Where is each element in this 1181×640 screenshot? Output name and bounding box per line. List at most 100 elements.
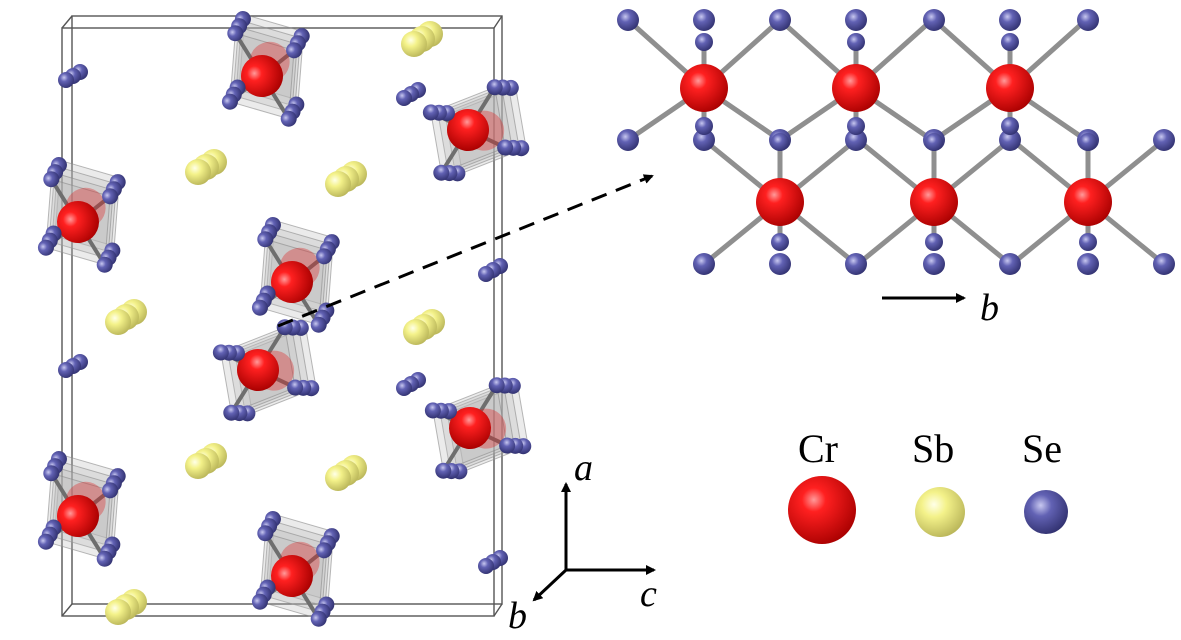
se-atom: [999, 129, 1021, 151]
se-atom: [617, 129, 639, 151]
se-atom: [316, 542, 333, 559]
se-atom: [251, 593, 268, 610]
se-atom: [771, 133, 789, 151]
cr-atom: [447, 109, 489, 151]
se-atom: [1077, 9, 1099, 31]
se-atom: [58, 72, 74, 88]
se-atom: [497, 139, 514, 156]
se-atom: [769, 9, 791, 31]
legend-item-cr: Cr: [788, 426, 856, 544]
legend-item-se: Se: [1022, 426, 1068, 534]
se-atom: [845, 253, 867, 275]
cr-atom: [832, 64, 880, 112]
se-atom: [693, 253, 715, 275]
cr-atom: [986, 64, 1034, 112]
se-atom: [1001, 33, 1019, 51]
se-atom: [847, 33, 865, 51]
se-atom: [96, 256, 113, 273]
se-atom: [396, 380, 412, 396]
cr-atom-icon: [788, 476, 856, 544]
legend-label-sb: Sb: [912, 426, 954, 471]
sb-atom: [325, 171, 351, 197]
se-atom: [1079, 233, 1097, 251]
legend-label-cr: Cr: [798, 426, 838, 471]
sb-atom: [401, 31, 427, 57]
se-atom: [316, 248, 333, 265]
se-atom: [310, 316, 327, 333]
octahedron: [251, 511, 340, 627]
octahedron: [424, 377, 532, 480]
se-atom: [221, 93, 238, 110]
se-atom: [693, 129, 715, 151]
se-atom: [925, 133, 943, 151]
se-atom-icon: [1024, 490, 1068, 534]
se-atom: [102, 188, 119, 205]
cr-atom: [680, 64, 728, 112]
sb-atom-icon: [915, 487, 965, 537]
axis-triad: [532, 482, 656, 602]
se-atom: [695, 117, 713, 135]
se-atom: [847, 117, 865, 135]
se-atom: [617, 9, 639, 31]
se-atom: [488, 377, 505, 394]
se-atom: [486, 79, 503, 96]
se-atom: [695, 33, 713, 51]
legend: Cr Sb Se: [788, 426, 1068, 544]
octahedron: [221, 11, 310, 127]
se-atom: [310, 610, 327, 627]
se-atom: [37, 533, 54, 550]
crse-chain-view: [617, 9, 1175, 275]
se-atom: [422, 104, 439, 121]
se-atom: [43, 465, 60, 482]
se-atom: [478, 558, 494, 574]
se-atoms-loose: [58, 64, 508, 574]
se-atom: [212, 344, 229, 361]
cr-atom: [910, 178, 958, 226]
se-atom: [433, 164, 450, 181]
se-atom: [845, 129, 867, 151]
cr-atom: [271, 555, 313, 597]
se-atom: [43, 171, 60, 188]
se-atom: [478, 266, 494, 282]
se-atom: [227, 25, 244, 42]
se-atom: [58, 362, 74, 378]
se-atom: [923, 9, 945, 31]
se-atom: [223, 404, 240, 421]
zoom-arrow: [277, 174, 654, 328]
se-atom: [769, 253, 791, 275]
se-atom: [396, 90, 412, 106]
se-atom: [287, 379, 304, 396]
se-atom: [1001, 117, 1019, 135]
legend-label-se: Se: [1022, 426, 1062, 471]
octahedron: [212, 319, 320, 422]
sb-atom: [403, 319, 429, 345]
se-atom: [1079, 133, 1097, 151]
se-atom: [999, 9, 1021, 31]
se-atom: [923, 253, 945, 275]
se-atom: [257, 231, 274, 248]
unit-cell-view: [37, 11, 532, 627]
axis-b-label: b: [508, 595, 527, 637]
se-atom: [845, 9, 867, 31]
axis-c-label: c: [640, 573, 657, 615]
cr-atom: [1064, 178, 1112, 226]
se-atom: [693, 9, 715, 31]
se-atom: [499, 437, 516, 454]
cr-atom: [271, 261, 313, 303]
sb-atoms: [105, 21, 445, 625]
chain-b-axis: b: [882, 287, 999, 329]
sb-atom: [105, 599, 131, 625]
octahedron: [37, 451, 126, 567]
sb-atom: [325, 465, 351, 491]
se-atom: [435, 462, 452, 479]
axis-a-label: a: [574, 447, 593, 489]
sb-atom: [105, 309, 131, 335]
cr-atom: [57, 201, 99, 243]
legend-item-sb: Sb: [912, 426, 965, 537]
cr-atom: [241, 55, 283, 97]
se-atom: [771, 233, 789, 251]
unit-cell-box: [61, 15, 503, 617]
se-atom: [37, 239, 54, 256]
se-atom: [257, 525, 274, 542]
